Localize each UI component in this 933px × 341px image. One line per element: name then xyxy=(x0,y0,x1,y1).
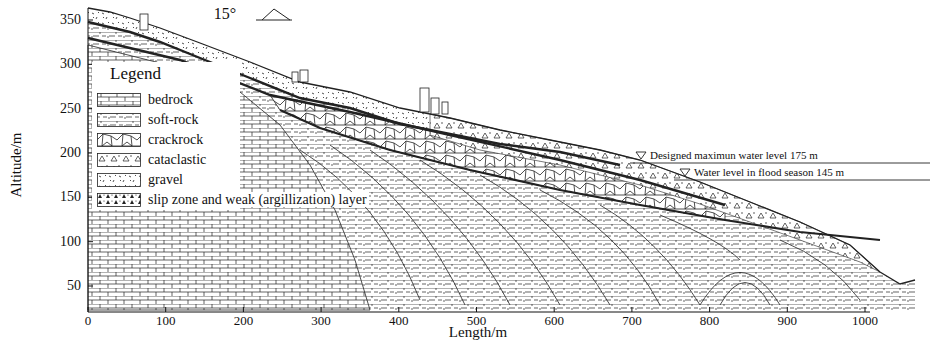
legend-text: gravel xyxy=(146,172,185,187)
axis-title: Length/m xyxy=(449,324,507,341)
x-tick-label: 700 xyxy=(622,314,642,328)
legend-swatch xyxy=(97,193,141,207)
ground-surface xyxy=(88,8,915,284)
y-tick-label: 150 xyxy=(60,190,81,205)
legend-heading: Legend xyxy=(110,65,161,84)
x-tick-label: 800 xyxy=(700,314,720,328)
cataclastic-region xyxy=(430,114,880,272)
x-tick-label: 100 xyxy=(156,314,176,328)
legend-text: bedrock xyxy=(146,92,195,107)
angle-label: 15° xyxy=(214,5,236,23)
legend-swatch xyxy=(97,133,141,147)
x-tick-label: 1000 xyxy=(852,314,878,328)
legend-swatch xyxy=(97,173,141,187)
y-tick-label: 100 xyxy=(60,234,81,249)
y-tick-label: 300 xyxy=(60,57,81,72)
x-tick-label: 900 xyxy=(778,314,798,328)
x-tick-label: 400 xyxy=(389,314,409,328)
water-level-label: Water level in flood season 145 m xyxy=(694,166,844,178)
y-tick-label: 50 xyxy=(67,278,81,293)
y-tick-label: 350 xyxy=(60,12,81,27)
legend-swatch xyxy=(97,93,141,107)
water-level-label: Designed maximun water level 175 m xyxy=(650,149,818,161)
x-tick-label: 200 xyxy=(234,314,254,328)
legend-text: crackrock xyxy=(146,132,205,147)
angle-symbol xyxy=(256,9,292,20)
legend-text: soft-rock xyxy=(146,112,201,127)
y-tick-label: 200 xyxy=(60,145,81,160)
x-tick-label: 600 xyxy=(544,314,564,328)
axes xyxy=(88,8,870,312)
bedrock-region xyxy=(88,45,370,310)
axis-title: Altitude/m xyxy=(8,133,25,198)
y-tick-label: 250 xyxy=(60,101,81,116)
x-tick-label: 300 xyxy=(311,314,331,328)
x-tick-label: 0 xyxy=(85,314,92,328)
legend-ground xyxy=(92,62,240,210)
legend-text: cataclastic xyxy=(146,152,208,167)
slip-zone xyxy=(280,110,880,240)
legend-swatch xyxy=(97,113,141,127)
soft-rock-region xyxy=(88,8,915,310)
legend-text: slip zone and weak (argillization) layer xyxy=(146,192,369,207)
legend-swatch xyxy=(97,153,141,167)
